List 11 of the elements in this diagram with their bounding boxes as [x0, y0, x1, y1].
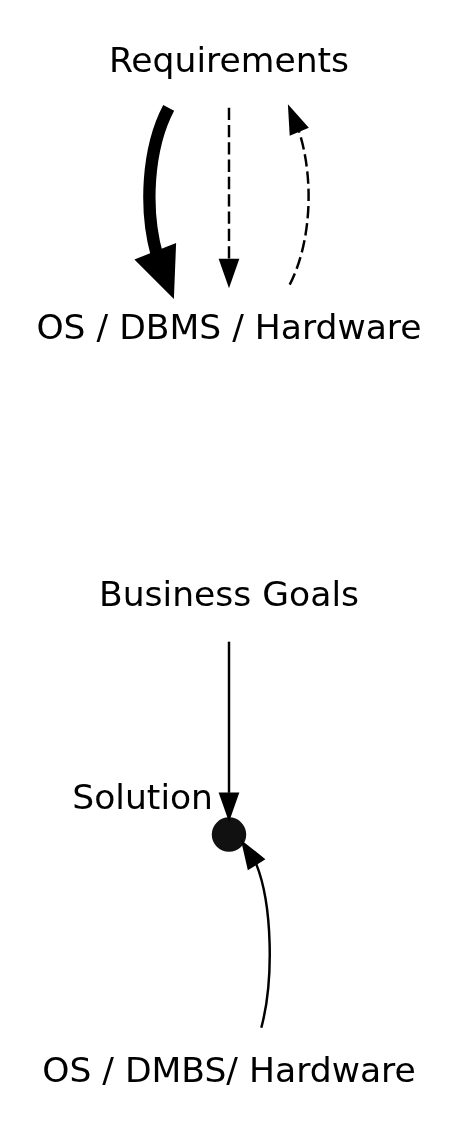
- node-text: Business Goals: [99, 573, 359, 614]
- arrow: [287, 104, 310, 286]
- arrow: [218, 107, 240, 289]
- arrow: [240, 839, 271, 1028]
- arrow: [134, 105, 177, 299]
- arrow: [218, 641, 240, 823]
- node-label: Solution: [72, 777, 214, 818]
- node-text: Requirements: [108, 40, 350, 81]
- node-text: OS / DMBS/ Hardware: [42, 1049, 416, 1090]
- node-circle: [211, 817, 247, 852]
- node-text: OS / DBMS / Hardware: [36, 307, 422, 347]
